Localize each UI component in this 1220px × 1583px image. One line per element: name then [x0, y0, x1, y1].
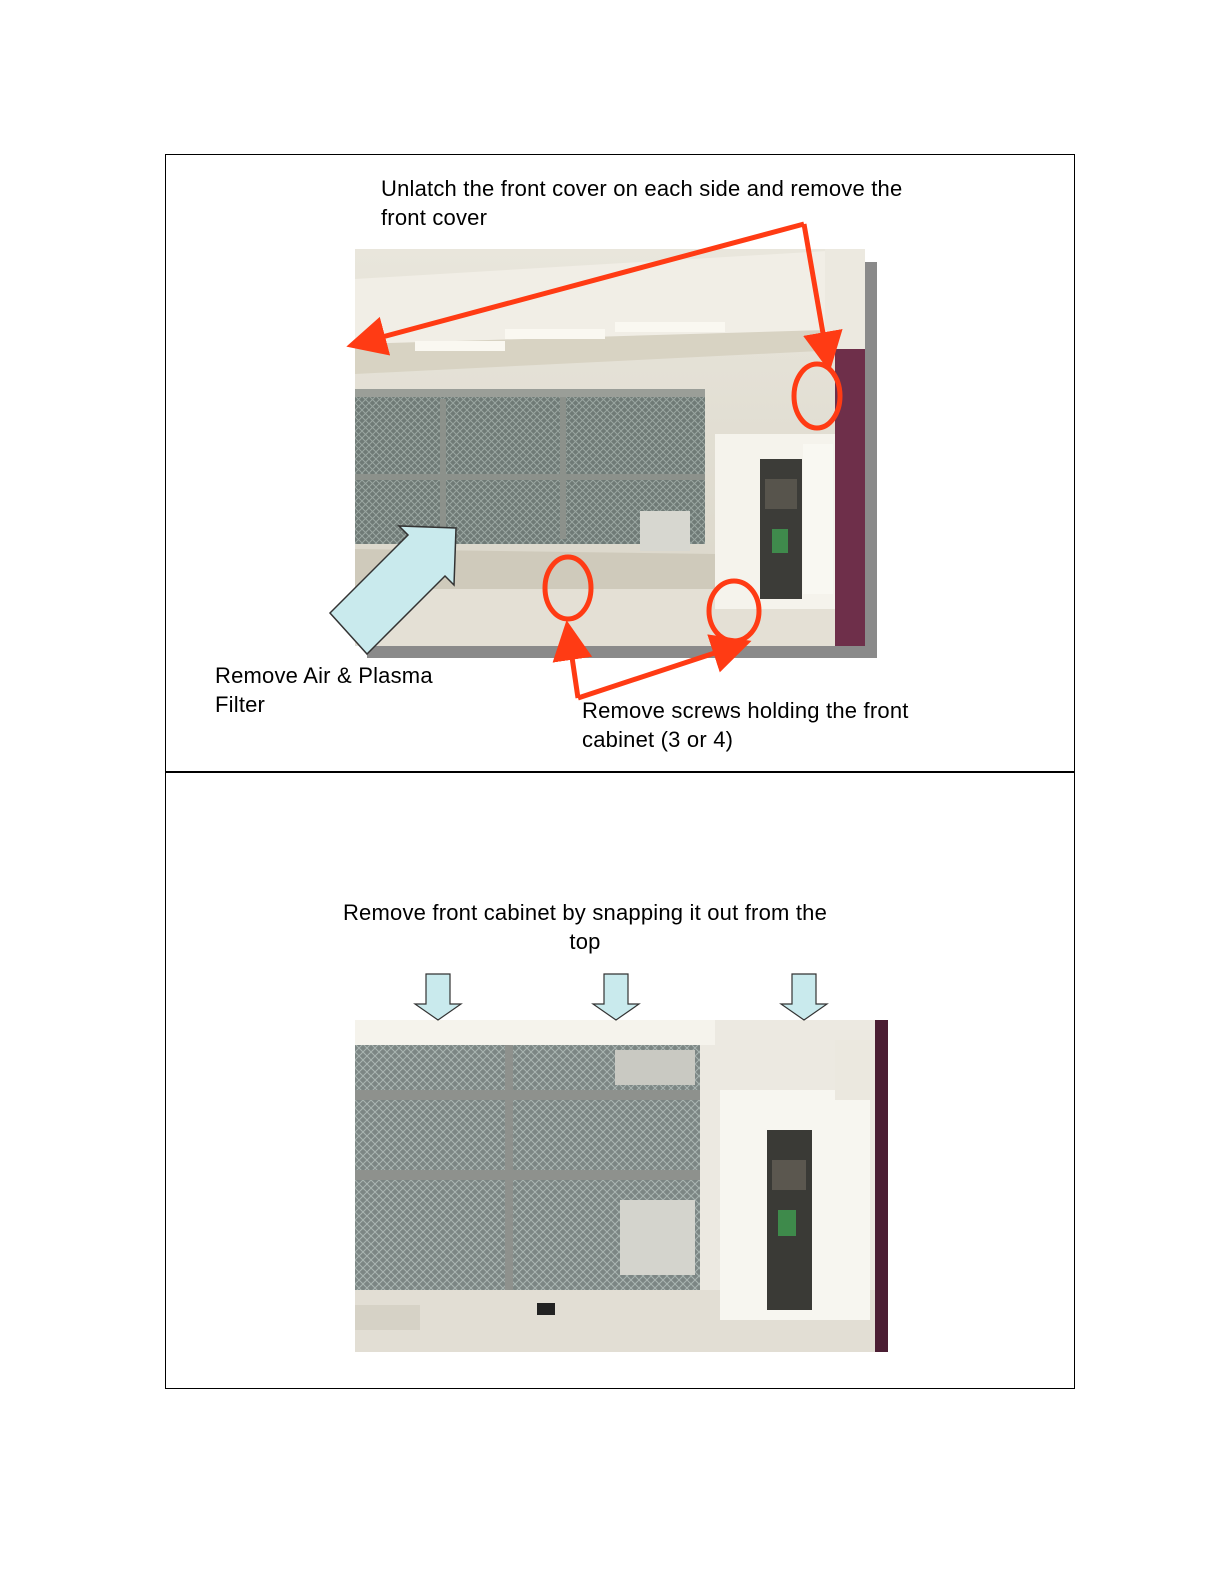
unlatch-front-cover-caption: Unlatch the front cover on each side and…: [381, 174, 951, 232]
remove-filter-caption: Remove Air & Plasma Filter: [215, 661, 465, 719]
remove-screws-caption: Remove screws holding the front cabinet …: [582, 696, 942, 754]
air-conditioner-cabinet-photo: [355, 1020, 888, 1352]
snap-out-cabinet-caption: Remove front cabinet by snapping it out …: [325, 898, 845, 956]
air-conditioner-open-photo: [355, 249, 865, 646]
